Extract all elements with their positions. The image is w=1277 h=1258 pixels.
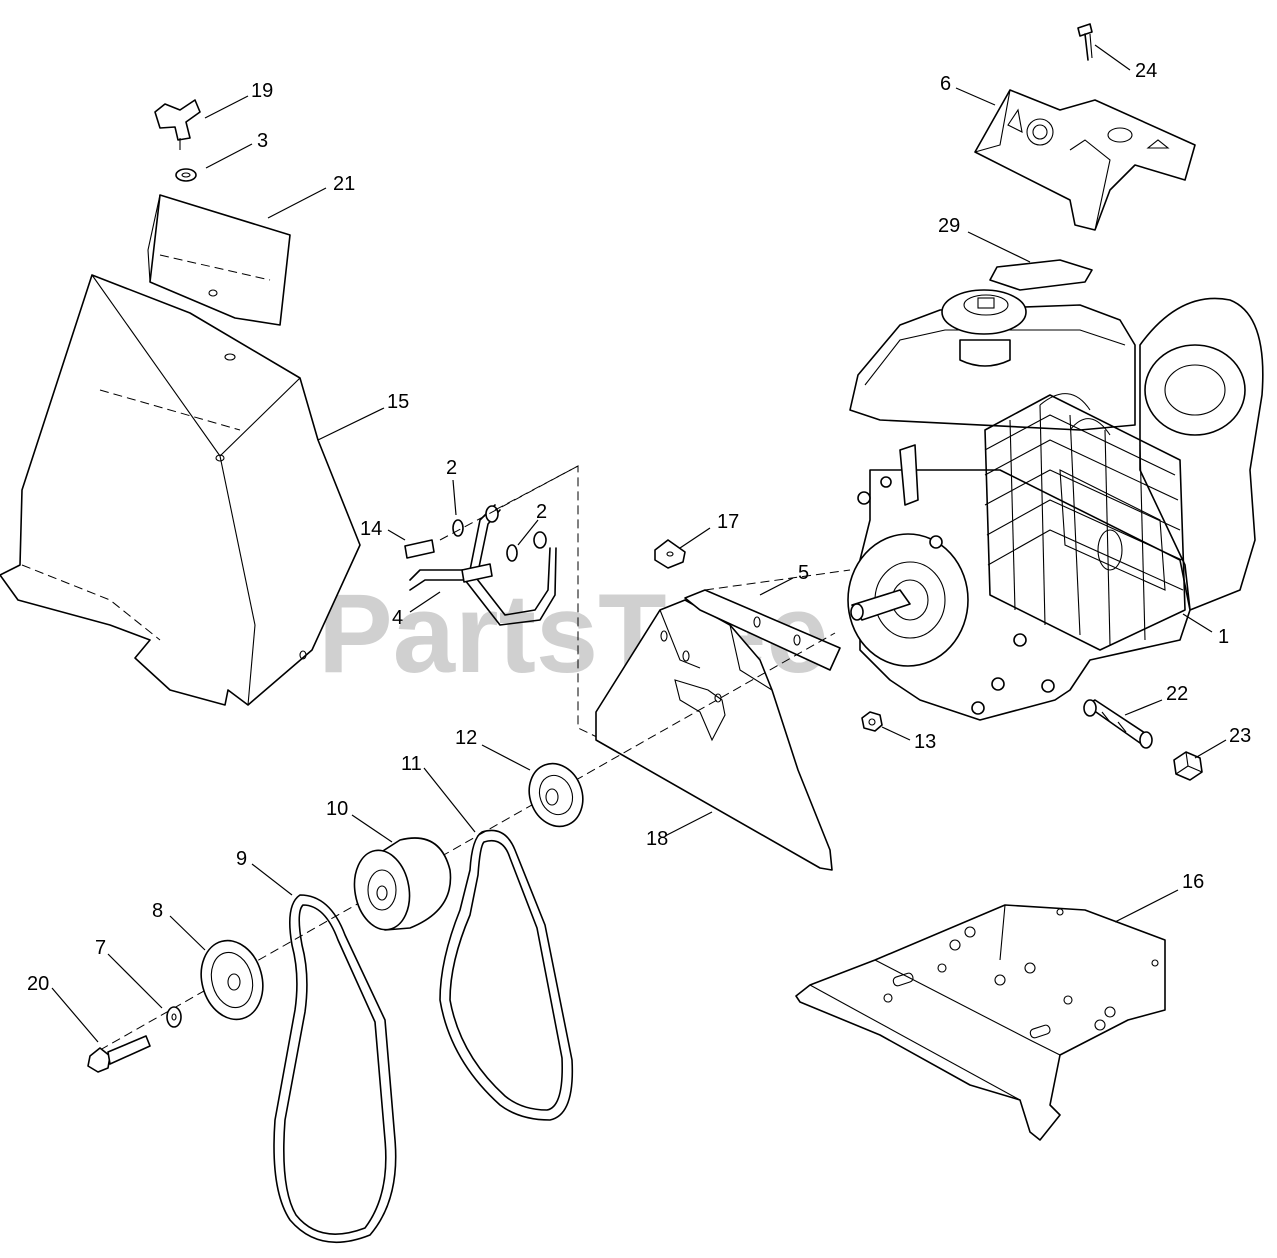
callout-7: 7 [95,937,106,959]
pulley-8 [200,939,264,1021]
callout-9: 9 [236,848,247,870]
heat-shield [974,89,1196,231]
nut-13 [861,711,883,732]
callout-24: 24 [1135,60,1157,82]
wing-knob [154,99,201,150]
callout-2a: 2 [446,457,457,479]
mounting-bracket [404,504,557,626]
callout-8: 8 [152,900,163,922]
callout-20: 20 [27,973,49,995]
small-pulley [528,762,584,828]
cap-nut-23 [1173,751,1203,781]
deflector-plate [147,194,291,326]
callout-2b: 2 [536,501,547,523]
callout-5: 5 [798,562,809,584]
callout-18: 18 [646,828,668,850]
washer-3 [175,168,197,182]
callout-3: 3 [257,130,268,152]
washer-7 [166,1006,182,1028]
decal-29 [989,259,1093,291]
callout-21: 21 [333,173,355,195]
leader-lines [51,44,1227,1043]
callout-14: 14 [360,518,382,540]
clip-nut [654,539,686,569]
callout-15: 15 [387,391,409,413]
idler-pulley [353,837,452,931]
callout-6: 6 [940,73,951,95]
callout-11: 11 [401,753,422,775]
callout-29: 29 [938,215,960,237]
callout-4: 4 [392,607,403,629]
callout-22: 22 [1166,683,1188,705]
drive-belt-small [439,829,574,1121]
callout-13: 13 [914,731,936,753]
callout-16: 16 [1182,871,1204,893]
drive-belt-large [273,894,397,1243]
callout-17: 17 [717,511,739,533]
bolt-24 [1077,23,1093,61]
spacer-22 [1083,699,1153,749]
bolt-20 [87,1035,151,1073]
callout-10: 10 [326,798,348,820]
engine-mount-bracket [595,599,833,871]
engine [847,289,1264,721]
callout-labels: 19 3 21 15 2 2 14 4 17 5 1 22 23 13 24 6… [27,60,1251,995]
callout-1: 1 [1218,626,1229,648]
callout-19: 19 [251,80,273,102]
callout-23: 23 [1229,725,1251,747]
belt-guard-housing [0,274,361,706]
base-plate [795,904,1166,1141]
shaft-key [684,589,841,671]
callout-12: 12 [455,727,477,749]
